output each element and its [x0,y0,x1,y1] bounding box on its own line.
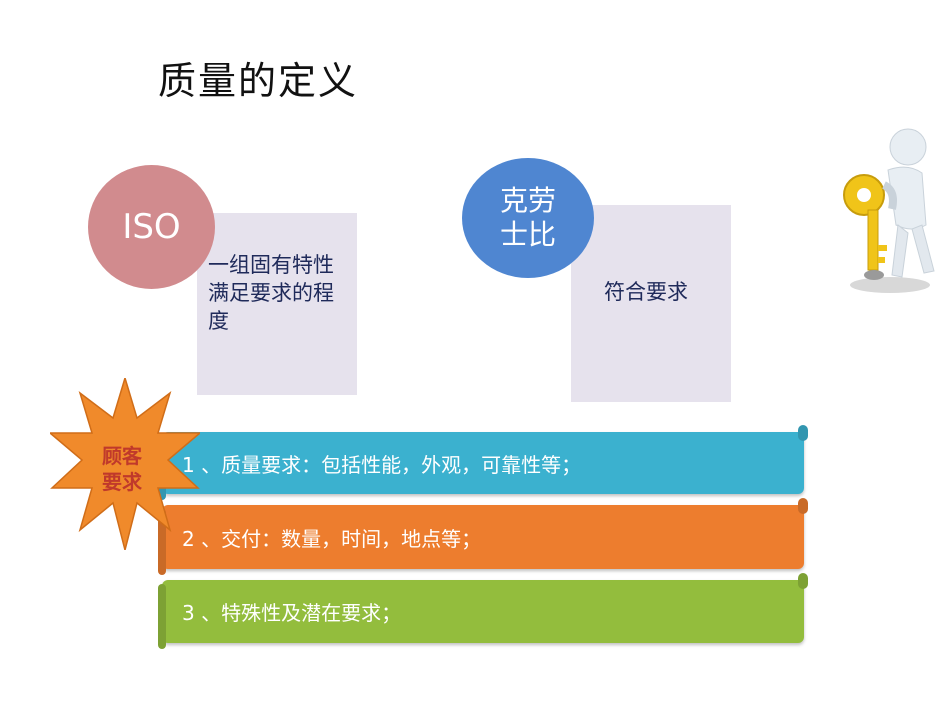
crosby-badge: 克劳 士比 [462,158,594,278]
requirement-quality-banner: 1 、质量要求：包括性能，外观，可靠性等； [162,432,804,494]
slide-title: 质量的定义 [158,59,359,103]
crosby-badge-line1: 克劳 [499,184,556,217]
customer-requirement-label: 顾客 要求 [84,443,160,495]
requirement-special-text: 3 、特殊性及潜在要求； [182,601,402,625]
person-with-key-icon [843,128,935,293]
iso-badge-label: ISO [122,207,181,247]
starburst-icon [50,378,200,550]
crosby-definition-card [571,205,731,402]
crosby-definition-text: 符合要求 [604,280,688,304]
requirement-special-banner: 3 、特殊性及潜在要求； [162,580,804,643]
requirement-quality-text: 1 、质量要求：包括性能，外观，可靠性等； [182,452,582,477]
iso-definition-card [197,213,357,395]
customer-requirement-line2: 要求 [102,470,142,494]
iso-definition-text: 一组固有特性满足要求的程度 [208,253,334,333]
customer-requirement-line1: 顾客 [102,444,142,468]
iso-badge: ISO [88,165,215,289]
requirement-delivery-text: 2 、交付：数量，时间，地点等； [182,526,482,551]
crosby-badge-line2: 士比 [499,218,556,251]
requirement-delivery-banner: 2 、交付：数量，时间，地点等； [162,505,804,569]
